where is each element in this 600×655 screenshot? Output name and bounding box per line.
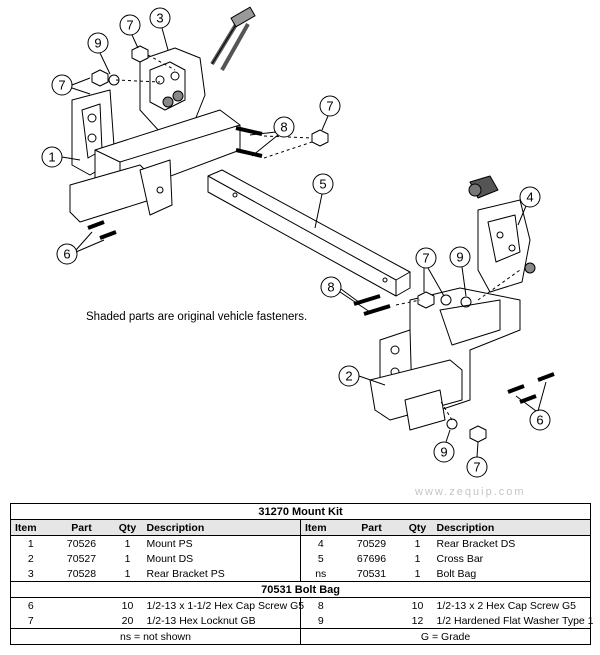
cell-item: 3 [10,566,51,582]
cell-item: ns [300,566,341,582]
header-item: Item [300,519,341,536]
cross-bar [207,169,411,297]
cell-description: 1/2-13 x 1-1/2 Hex Cap Screw G5 [146,599,305,612]
cell-item: 5 [300,551,341,566]
cell-description: Bolt Bag [432,566,592,582]
cell-part: 70529 [356,537,387,550]
footer-ns-note: ns = not shown [10,628,301,645]
callout-item-7: 7 [422,251,429,266]
header-description: Description [432,519,592,536]
cell-item: 8 [300,597,341,613]
assembly-lines [115,54,521,421]
callout-item-9: 9 [440,445,447,460]
cell-qty: 1 [414,537,421,550]
cell-description: 1/2-13 x 2 Hex Cap Screw G5 [432,597,592,613]
callout-item-1: 1 [48,150,55,165]
table-row: 6 10 1/2-13 x 1-1/2 Hex Cap Screw G5 8 1… [10,597,592,613]
callout-item-6: 6 [536,413,543,428]
cell-description: Rear Bracket DS [432,535,592,551]
mount-ps [69,89,241,223]
exploded-parts-diagram: 1 2 3 4 5 6 6 7 7 7 7 7 8 8 9 9 9 [41,6,555,478]
table-row: 3 70528 1 Rear Bracket PS ns 70531 1 Bol… [10,566,592,582]
cell-item: 6 [10,597,51,613]
cell-description: Rear Bracket PS [146,567,225,580]
cell-item: 1 [10,535,51,551]
callout-item-4: 4 [526,190,533,205]
callout-item-6: 6 [63,247,70,262]
fasteners [87,45,555,443]
header-description: Description [142,519,301,536]
callout-item-7: 7 [126,18,133,33]
callout-item-5: 5 [319,177,326,192]
parts-table: 31270 Mount Kit Item Part Qty Descriptio… [9,503,594,645]
table-row: 2 70527 1 Mount DS 5 67696 1 Cross Bar [10,551,592,566]
header-item: Item [10,519,51,536]
cell-description: Mount DS [146,552,194,565]
callout-item-8: 8 [327,280,334,295]
mount-ds [369,287,521,431]
cell-qty: 1 [414,567,421,580]
header-part: Part [50,519,113,536]
cell-part: 70527 [66,552,97,565]
cell-part: 70528 [66,567,97,580]
callout-item-9: 9 [94,36,101,51]
cell-item: 4 [300,535,341,551]
cell-item: 7 [10,613,51,629]
cell-qty: 10 [121,599,134,612]
table-row: 7 20 1/2-13 Hex Locknut GB 9 12 1/2 Hard… [10,613,594,629]
cell-part: 70531 [356,567,387,580]
rear-bracket-ps [139,47,206,133]
carriage-bolts-top [210,6,256,71]
footer-grade-note: G = Grade [299,628,592,645]
cell-description: Cross Bar [432,551,592,566]
mount-kit-title: 31270 Mount Kit [9,503,592,520]
cell-item: 2 [10,551,51,566]
cell-qty: 1 [124,567,131,580]
table-row: 1 70526 1 Mount PS 4 70529 1 Rear Bracke… [10,535,592,551]
callout-item-2: 2 [345,369,352,384]
shaded-parts-note: Shaded parts are original vehicle fasten… [86,311,308,323]
cell-qty: 1 [124,552,131,565]
cell-qty: 1 [414,552,421,565]
cell-part: 70526 [66,537,97,550]
bolt-bag-title: 70531 Bolt Bag [9,581,592,598]
callouts [41,7,551,478]
cell-qty: 1 [124,537,131,550]
cell-description: 1/2 Hardened Flat Washer Type 1 [432,613,594,629]
cell-qty: 12 [411,614,424,627]
callout-item-7: 7 [326,99,333,114]
watermark: www.zequip.com [415,486,526,498]
rear-bracket-ds [468,175,536,293]
callout-item-7: 7 [58,78,65,93]
cell-item: 9 [300,613,341,629]
cell-description: 1/2-13 Hex Locknut GB [146,614,256,627]
cell-description: Mount PS [146,537,193,550]
callout-item-9: 9 [456,250,463,265]
cell-part: 67696 [356,552,387,565]
cell-qty: 20 [121,614,134,627]
callout-item-7: 7 [473,460,480,475]
cell-qty: 10 [411,599,424,612]
header-part: Part [340,519,403,536]
callout-item-8: 8 [280,120,287,135]
header-qty: Qty [112,519,143,536]
callout-item-3: 3 [156,11,163,26]
header-qty: Qty [402,519,433,536]
